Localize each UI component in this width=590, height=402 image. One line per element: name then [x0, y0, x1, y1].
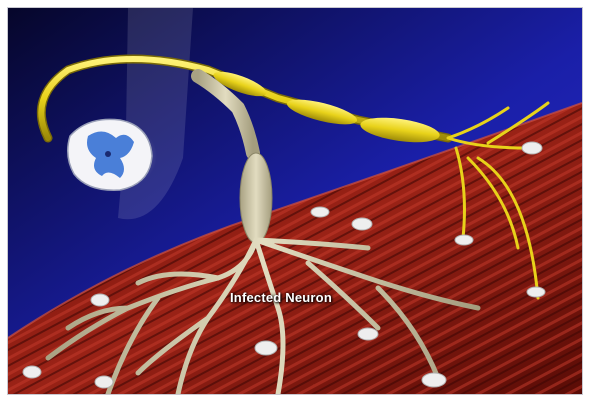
illustration-frame: Infected Neuron [8, 8, 582, 394]
infected-neuron-label: Infected Neuron [230, 290, 332, 305]
neuron-muscle-illustration [8, 8, 582, 394]
